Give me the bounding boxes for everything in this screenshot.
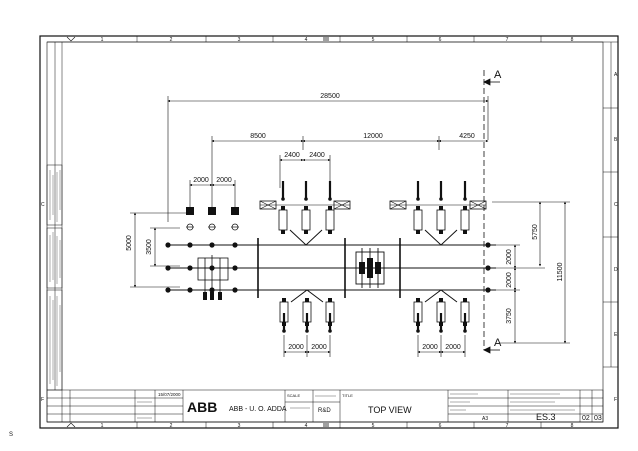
row-label-c-left: C [41,202,45,208]
dim-right-height-upper: 5750 [532,224,539,240]
row-label-c: C [614,202,618,208]
sheet-border [39,35,619,429]
col-label-b6: 6 [439,423,442,429]
left-transformer-bushings [203,292,222,300]
dim-right-height-lower: 3750 [506,308,513,324]
company-name: ABB - U. O. ADDA [229,406,287,413]
row-label-d: D [614,267,618,273]
title-block-fine-print [137,393,575,419]
format-size: A3 [482,416,488,422]
dim-left-pitch-a: 2000 [193,177,209,184]
upper-left-bay [259,179,351,246]
dim-right-height-mid-a: 2000 [506,249,513,265]
upper-right-bay [389,179,487,246]
drawing-number: ES.3 [536,412,556,422]
dim-bay-a: 2400 [284,152,300,159]
col-label-7: 7 [506,37,509,43]
sheet-total: 03 [594,415,602,422]
drawing-title: TOP VIEW [368,405,412,415]
busbar-rows [168,244,496,291]
lower-left-bay [279,289,335,334]
bus-columns [257,238,401,298]
department: R&D [318,408,331,414]
scale-label: SCALE [287,393,300,398]
section-line [483,70,500,354]
dim-span-left: 8500 [250,133,266,140]
dim-bottom-right-b: 2000 [445,344,461,351]
row-ticks-right [603,41,618,368]
col-label-b3: 3 [238,423,241,429]
title-label: TITLE [342,393,353,398]
col-label-2: 2 [170,37,173,43]
dim-bottom-left-b: 2000 [311,344,327,351]
col-label-b2: 2 [170,423,173,429]
abb-logo: ABB [187,399,217,415]
busbar-nodes [165,242,491,293]
center-mark-triangle [66,36,76,42]
dim-bay-b: 2400 [309,152,325,159]
row-label-e: E [614,332,618,338]
row-label-f-left: F [41,397,44,403]
col-label-b8: 8 [571,423,574,429]
row-label-f: F [614,397,617,403]
lower-right-bay [413,289,470,334]
dim-left-height-inner: 3500 [146,239,153,255]
dimension-lines [130,96,570,357]
dim-bottom-left-a: 2000 [288,344,304,351]
col-label-b4: 4 [305,423,308,429]
revision-text-lines [49,170,61,386]
dim-right-height-mid-b: 2000 [506,272,513,288]
dim-span-right: 4250 [459,133,475,140]
center-mark-bars [323,37,329,427]
page-marker: S [9,432,13,438]
row-label-b: B [614,137,618,143]
left-feeder [186,207,239,231]
dim-bottom-right-a: 2000 [422,344,438,351]
col-label-3: 3 [238,37,241,43]
title-block [46,389,604,423]
dim-overall: 28500 [320,93,340,100]
col-label-1: 1 [101,37,104,43]
col-label-6: 6 [439,37,442,43]
col-label-b5: 5 [372,423,375,429]
dim-right-height-outer: 11500 [557,262,564,281]
col-label-4: 4 [305,37,308,43]
title-date: 15/07/2000 [158,392,181,397]
center-mark-triangle-bottom [66,422,76,428]
col-label-b7: 7 [506,423,509,429]
dim-left-height-outer: 5000 [126,235,133,251]
dim-span-mid: 12000 [363,133,383,140]
col-label-8: 8 [571,37,574,43]
coupler-caps [359,258,381,278]
sheet-number: 02 [582,415,590,422]
revision-strip [46,42,63,391]
column-ticks [136,36,542,428]
section-mark-top: A [494,69,502,81]
col-label-b1: 1 [101,423,104,429]
col-label-5: 5 [372,37,375,43]
dim-left-pitch-b: 2000 [216,177,232,184]
row-label-a: A [614,72,618,78]
section-mark-bottom: A [494,337,502,349]
